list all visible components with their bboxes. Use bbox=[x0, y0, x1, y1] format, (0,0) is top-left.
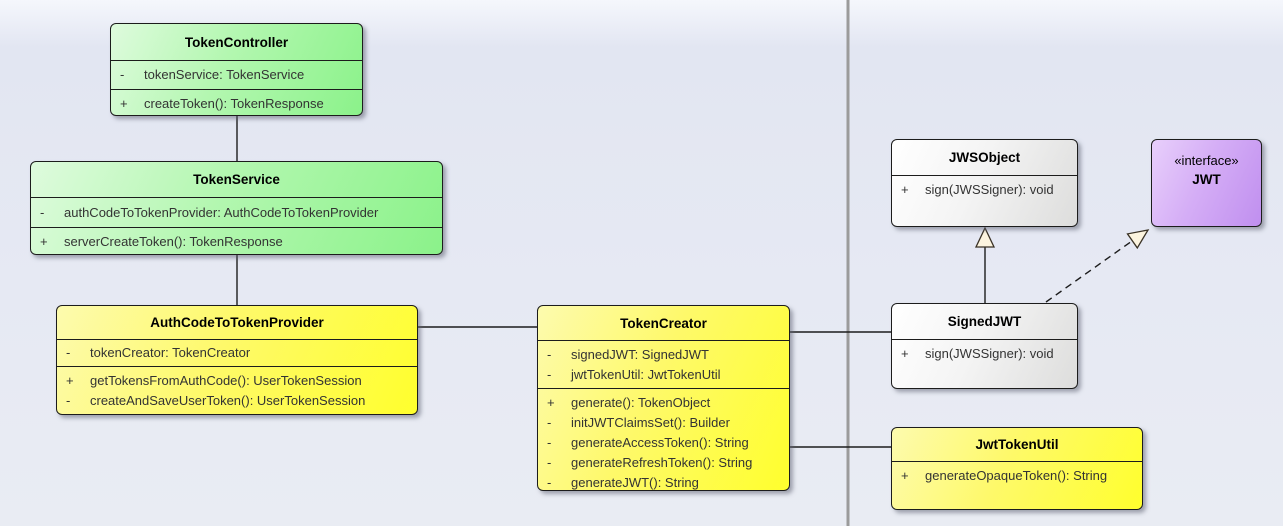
methods-compartment: + serverCreateToken(): TokenResponse bbox=[31, 227, 442, 254]
methods-compartment: + createToken(): TokenResponse bbox=[111, 89, 362, 115]
attributes-compartment: - authCodeToTokenProvider: AuthCodeToTok… bbox=[31, 197, 442, 227]
member-text: generateRefreshToken(): String bbox=[571, 455, 753, 470]
visibility-symbol: + bbox=[901, 346, 909, 361]
member-text: sign(JWSSigner): void bbox=[925, 182, 1054, 197]
member-text: sign(JWSSigner): void bbox=[925, 346, 1054, 361]
visibility-symbol: + bbox=[120, 95, 128, 111]
class-tokenservice[interactable]: TokenService - authCodeToTokenProvider: … bbox=[30, 161, 443, 255]
visibility-symbol: - bbox=[547, 415, 552, 430]
method-row: - generateRefreshToken(): String bbox=[538, 453, 789, 473]
attribute-row: - signedJWT: SignedJWT bbox=[538, 345, 789, 365]
member-text: serverCreateToken(): TokenResponse bbox=[64, 234, 283, 249]
attribute-row: - authCodeToTokenProvider: AuthCodeToTok… bbox=[31, 203, 378, 223]
class-jwsobject[interactable]: JWSObject + sign(JWSSigner): void bbox=[891, 139, 1078, 227]
member-text: tokenService: TokenService bbox=[144, 67, 305, 82]
realization-arrowhead-icon bbox=[1126, 229, 1150, 250]
method-row: - createAndSaveUserToken(): UserTokenSes… bbox=[57, 391, 417, 411]
interface-header: «interface» JWT bbox=[1152, 140, 1261, 189]
visibility-symbol: - bbox=[547, 347, 552, 362]
methods-compartment: + generate(): TokenObject - initJWTClaim… bbox=[538, 388, 789, 490]
method-row: - initJWTClaimsSet(): Builder bbox=[538, 413, 789, 433]
class-title: AuthCodeToTokenProvider bbox=[150, 315, 324, 330]
method-row: + getTokensFromAuthCode(): UserTokenSess… bbox=[57, 371, 417, 391]
visibility-symbol: - bbox=[547, 475, 552, 490]
visibility-symbol: + bbox=[66, 373, 74, 388]
class-title: TokenService bbox=[193, 172, 280, 187]
member-text: signedJWT: SignedJWT bbox=[571, 347, 709, 362]
method-row: - generateJWT(): String bbox=[538, 473, 789, 490]
class-title: JwtTokenUtil bbox=[975, 437, 1059, 452]
interface-jwt[interactable]: «interface» JWT bbox=[1151, 139, 1262, 227]
visibility-symbol: - bbox=[40, 204, 45, 220]
attribute-row: - tokenService: TokenService bbox=[111, 65, 304, 85]
visibility-symbol: - bbox=[547, 367, 552, 382]
class-title: TokenCreator bbox=[620, 315, 707, 331]
attributes-compartment: - tokenService: TokenService bbox=[111, 60, 362, 89]
visibility-symbol: + bbox=[40, 234, 48, 249]
member-text: generateJWT(): String bbox=[571, 475, 699, 490]
method-row: + sign(JWSSigner): void bbox=[892, 180, 1077, 200]
attributes-compartment: - signedJWT: SignedJWT - jwtTokenUtil: J… bbox=[538, 340, 789, 388]
class-title: JWSObject bbox=[948, 150, 1021, 165]
visibility-symbol: + bbox=[901, 182, 909, 197]
member-text: generate(): TokenObject bbox=[571, 395, 711, 410]
member-text: tokenCreator: TokenCreator bbox=[90, 345, 251, 360]
method-row: + generateOpaqueToken(): String bbox=[892, 466, 1142, 486]
methods-compartment: + getTokensFromAuthCode(): UserTokenSess… bbox=[57, 366, 417, 414]
visibility-symbol: - bbox=[66, 345, 71, 360]
member-text: generateOpaqueToken(): String bbox=[925, 468, 1108, 483]
member-text: createAndSaveUserToken(): UserTokenSessi… bbox=[90, 393, 366, 408]
class-title: JWT bbox=[1192, 172, 1221, 187]
connector-signedjwt-jwt[interactable] bbox=[1045, 240, 1133, 303]
attribute-row: - tokenCreator: TokenCreator bbox=[57, 343, 250, 363]
visibility-symbol: + bbox=[547, 395, 555, 410]
attribute-row: - jwtTokenUtil: JwtTokenUtil bbox=[538, 365, 789, 385]
stereotype-label: «interface» bbox=[1174, 153, 1239, 168]
class-jwttokenutil[interactable]: JwtTokenUtil + generateOpaqueToken(): St… bbox=[891, 427, 1143, 510]
generalization-arrowhead-icon bbox=[974, 226, 996, 248]
class-signedjwt[interactable]: SignedJWT + sign(JWSSigner): void bbox=[891, 303, 1078, 389]
method-row: + generate(): TokenObject bbox=[538, 393, 789, 413]
class-tokencontroller[interactable]: TokenController - tokenService: TokenSer… bbox=[110, 23, 363, 116]
visibility-symbol: + bbox=[901, 468, 909, 483]
class-title: TokenController bbox=[184, 34, 289, 50]
methods-compartment: + sign(JWSSigner): void bbox=[892, 339, 1077, 388]
member-text: initJWTClaimsSet(): Builder bbox=[571, 415, 730, 430]
class-tokencreator[interactable]: TokenCreator - signedJWT: SignedJWT - jw… bbox=[537, 305, 790, 491]
method-row: + serverCreateToken(): TokenResponse bbox=[31, 232, 283, 252]
method-row: + sign(JWSSigner): void bbox=[892, 344, 1077, 364]
visibility-symbol: - bbox=[547, 435, 552, 450]
visibility-symbol: - bbox=[120, 67, 125, 82]
methods-compartment: + generateOpaqueToken(): String bbox=[892, 461, 1142, 509]
method-row: - generateAccessToken(): String bbox=[538, 433, 789, 453]
class-title: SignedJWT bbox=[947, 314, 1022, 329]
visibility-symbol: - bbox=[547, 455, 552, 470]
member-text: generateAccessToken(): String bbox=[571, 435, 749, 450]
member-text: jwtTokenUtil: JwtTokenUtil bbox=[571, 367, 721, 382]
class-authcodetotokenprovider[interactable]: AuthCodeToTokenProvider - tokenCreator: … bbox=[56, 305, 418, 415]
attributes-compartment: - tokenCreator: TokenCreator bbox=[57, 339, 417, 366]
member-text: authCodeToTokenProvider: AuthCodeToToken… bbox=[64, 204, 379, 220]
methods-compartment: + sign(JWSSigner): void bbox=[892, 175, 1077, 226]
visibility-symbol: - bbox=[66, 393, 71, 408]
member-text: createToken(): TokenResponse bbox=[144, 95, 324, 111]
method-row: + createToken(): TokenResponse bbox=[111, 94, 324, 114]
member-text: getTokensFromAuthCode(): UserTokenSessio… bbox=[90, 373, 362, 388]
